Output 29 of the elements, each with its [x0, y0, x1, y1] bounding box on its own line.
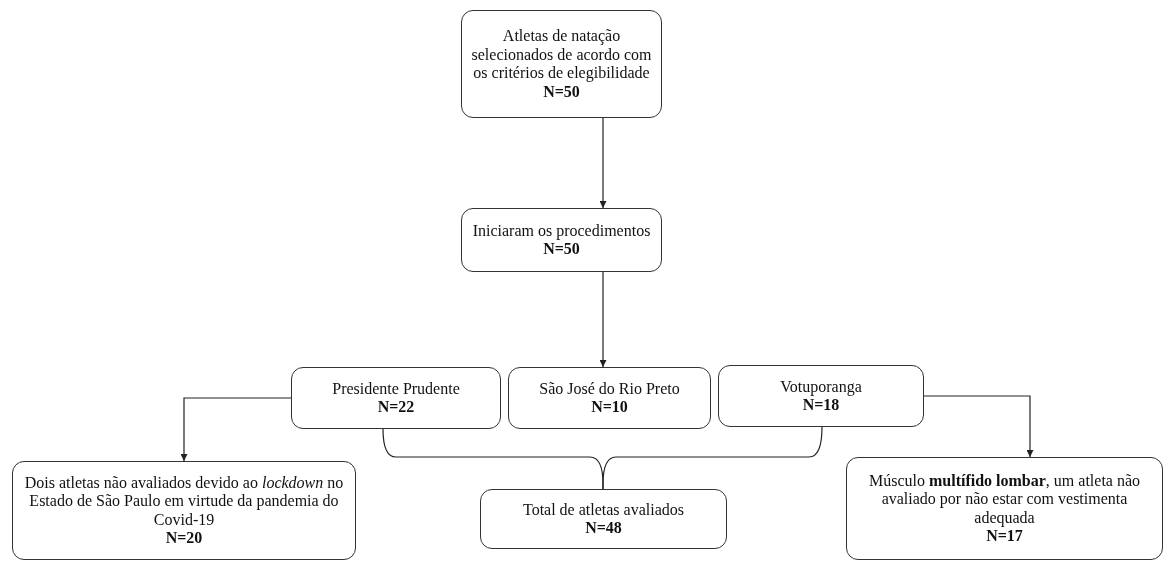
box-text: São José do Rio Preto [539, 379, 680, 398]
count-text: N=50 [543, 240, 580, 259]
brace-line [602, 426, 823, 490]
box-text: Músculo multífido lombar, um atleta não avaliado por não estar com vestimenta adequada [867, 471, 1142, 527]
process-box [461, 208, 662, 272]
box-text: Total de atletas avaliados [522, 500, 684, 519]
process-box [12, 461, 356, 560]
arrow [923, 395, 1034, 458]
count-text: N=50 [543, 82, 580, 101]
arrow [599, 271, 607, 368]
count-text: N=10 [591, 398, 628, 417]
process-box [461, 10, 662, 118]
box-text: Iniciaram os procedimentos [472, 221, 651, 240]
count-text: N=22 [377, 398, 415, 417]
count-text: N=17 [986, 527, 1023, 546]
process-box [291, 367, 501, 429]
box-text: Presidente Prudente [332, 379, 460, 398]
count-text: N=20 [165, 529, 203, 548]
count-text: N=48 [585, 519, 622, 538]
process-box [480, 489, 727, 549]
box-text: Votuporanga [780, 377, 862, 396]
arrow [180, 397, 292, 462]
process-box [508, 367, 711, 429]
arrow [599, 117, 607, 209]
box-text: Atletas de natação selecionados de acordo com os critérios de elegibilidade [470, 27, 653, 83]
box-text: Dois atletas não avaliados devido ao lockdown no Estado de São Paulo em virtude da pandemia do Covid-19 [23, 473, 345, 529]
count-text: N=18 [802, 396, 840, 415]
process-box [718, 365, 924, 427]
process-box [846, 457, 1163, 560]
